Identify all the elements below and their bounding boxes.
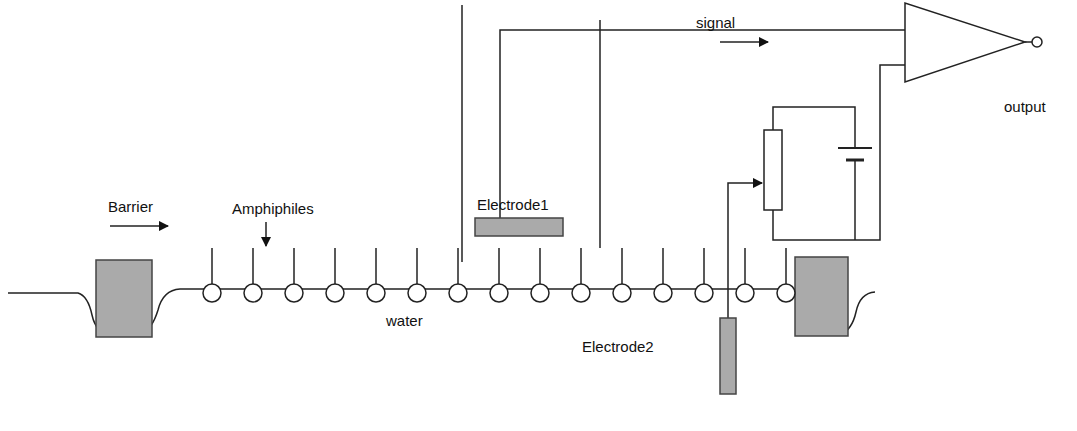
amphiphile-head: [736, 284, 754, 302]
amphiphile-head: [777, 284, 795, 302]
amphiphile-tail: [703, 248, 705, 284]
amphiphile-head: [203, 284, 221, 302]
amphiphiles-arrow: [265, 222, 267, 246]
battery-symbol: [838, 147, 872, 149]
amphiphile-tail: [621, 248, 623, 284]
amphiphile-tail: [498, 248, 500, 284]
electrode-label: Electrode1: [477, 196, 549, 214]
electrode-plate: [475, 218, 563, 236]
amphiphile-tail: [580, 248, 582, 284]
amphiphile-head: [326, 284, 344, 302]
amphiphile-head: [408, 284, 426, 302]
signal-arrow: [720, 41, 768, 43]
amphiphile-tail: [539, 248, 541, 284]
amphiphile-head: [285, 284, 303, 302]
amphiphile-tail: [375, 248, 377, 284]
barrier-block: [96, 260, 152, 337]
signal-wire: [500, 30, 905, 218]
plate-line: [461, 5, 463, 262]
amphiphile-head: [572, 284, 590, 302]
amphiphile-head: [367, 284, 385, 302]
amphiphile-tail: [293, 248, 295, 284]
amphiphile-tail: [744, 248, 746, 284]
amphiphile-tail: [457, 248, 459, 284]
amphiphile-head: [695, 284, 713, 302]
amphiphiles-label: Amphiphiles: [232, 200, 314, 218]
resistor-symbol: [764, 130, 782, 210]
supply-wire: [773, 107, 855, 148]
amphiphile-tail: [416, 248, 418, 284]
amphiphile-head: [613, 284, 631, 302]
water-label: water: [386, 312, 423, 330]
barrier-arrow: [110, 225, 168, 227]
output-label: output: [1004, 98, 1046, 116]
amphiphile-head: [654, 284, 672, 302]
supply-wire: [854, 160, 856, 240]
plate-line: [599, 20, 601, 248]
amphiphile-tail: [662, 248, 664, 284]
amphiphile-head: [244, 284, 262, 302]
amphiphile-head: [490, 284, 508, 302]
amphiphile-tail: [785, 248, 787, 284]
amphiphile-tail: [211, 248, 213, 284]
barrier-label: Barrier: [108, 198, 153, 216]
battery-symbol: [846, 159, 864, 162]
electrode-rod: [720, 318, 736, 394]
amphiphile-head: [449, 284, 467, 302]
wiper-wire: [728, 183, 762, 318]
output-terminal: [1032, 37, 1042, 47]
electrode-label: Electrode2: [582, 338, 654, 356]
signal-label: signal: [696, 14, 735, 32]
output-wire: [1025, 41, 1032, 43]
barrier-block: [795, 257, 848, 336]
amphiphile-tail: [334, 248, 336, 284]
supply-wire: [773, 65, 905, 240]
amphiphile-tail: [252, 248, 254, 284]
amphiphile-head: [531, 284, 549, 302]
amplifier-symbol: [905, 3, 1025, 82]
